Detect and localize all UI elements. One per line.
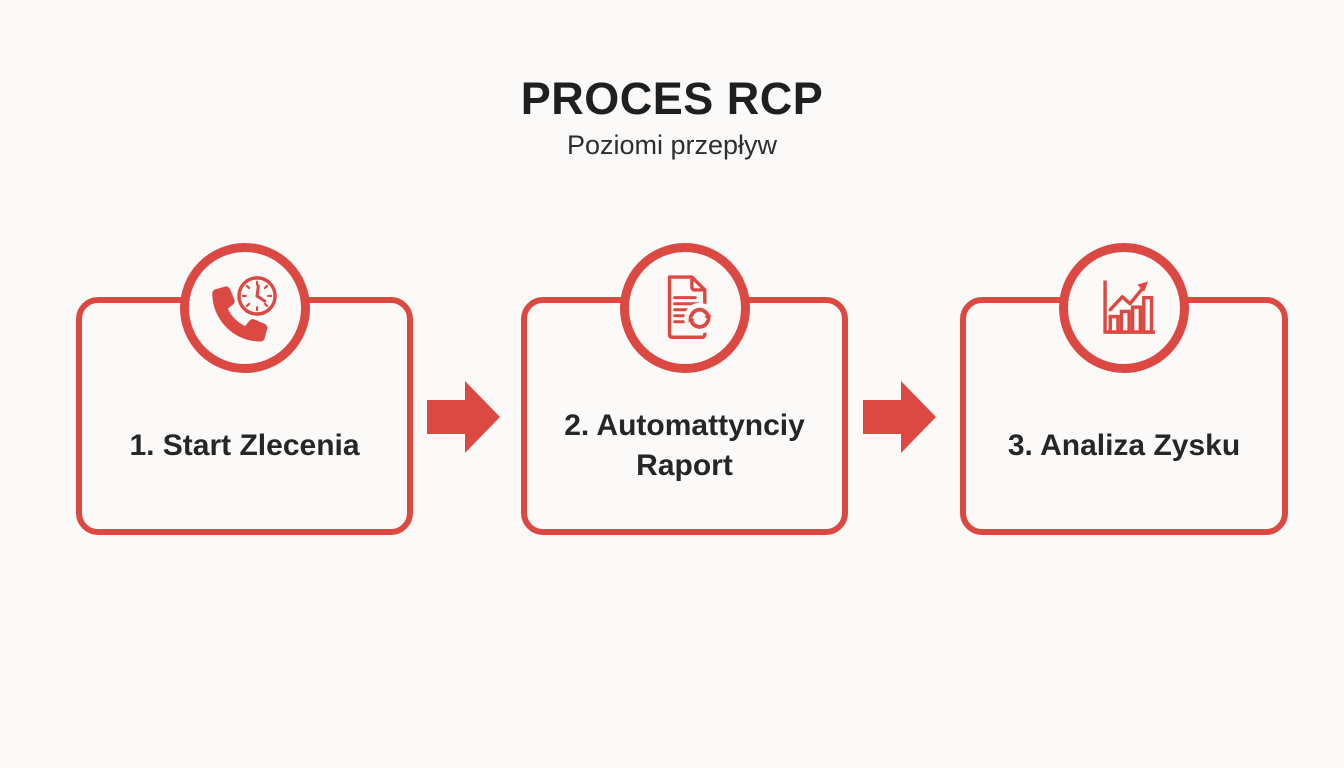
step-label: 2. Automattynciy Raport	[564, 408, 805, 483]
arrow-right-icon	[863, 381, 936, 453]
step-icon-badge	[619, 243, 750, 373]
page-subtitle: Poziomi przepływ	[566, 130, 778, 160]
step-icon-badge	[1059, 243, 1189, 373]
page-title: PROCES RCP	[520, 73, 824, 124]
step-card-1: 1. Start Zlecenia	[76, 243, 413, 535]
phone-clock-icon	[211, 276, 277, 342]
step-card-2: 2. Automattynciy Raport	[521, 243, 848, 535]
step-label: 1. Start Zlecenia	[129, 428, 360, 462]
step-card-3: 3. Analiza Zysku	[960, 243, 1288, 535]
arrow-right-icon	[427, 381, 500, 453]
step-label: 3. Analiza Zysku	[1007, 428, 1241, 462]
step-icon-badge	[179, 243, 310, 373]
bar-chart-growth-icon	[1103, 280, 1155, 334]
document-sync-icon	[667, 275, 715, 339]
